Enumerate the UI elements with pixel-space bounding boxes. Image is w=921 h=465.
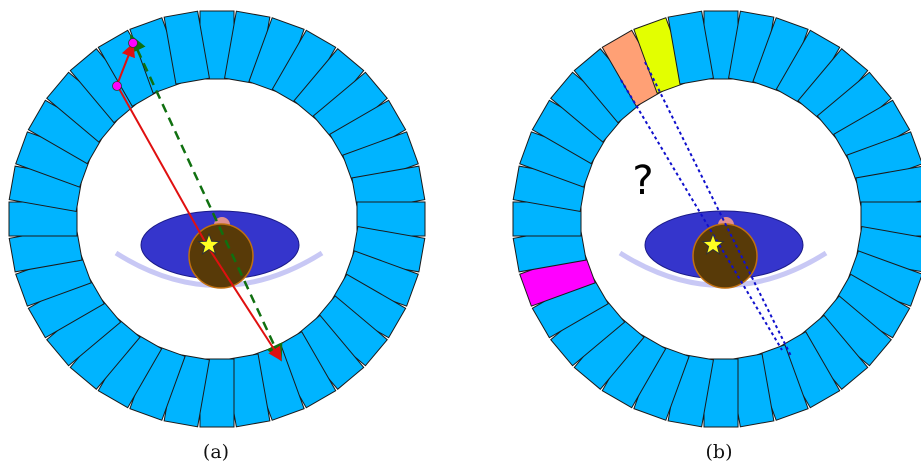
possible-line-2 (644, 61, 792, 357)
photon-path-up (116, 84, 209, 248)
scattered-photon-path (116, 42, 135, 86)
photon-path-down (207, 246, 282, 362)
possible-line-1 (620, 79, 783, 351)
scatter-point-1 (112, 81, 122, 91)
panel-label-a: (a) (203, 441, 229, 463)
organ-a (188, 223, 254, 289)
question-mark: ? (632, 158, 653, 204)
patient-a (114, 210, 324, 289)
panel-a: (a) (8, 10, 426, 463)
detector-block (703, 358, 739, 428)
star-icon (701, 232, 725, 256)
panel-label-b: (b) (706, 441, 733, 463)
star-icon (197, 232, 221, 256)
detector-ring-a (8, 10, 426, 428)
detector-ring-b (512, 10, 921, 428)
patient-b (618, 210, 828, 289)
scatter-point-2 (128, 38, 138, 48)
panel-b: ? (b) (512, 10, 921, 463)
possible-lines-of-response (620, 61, 792, 357)
detector-block (667, 10, 715, 85)
photon-paths-a (112, 34, 283, 362)
